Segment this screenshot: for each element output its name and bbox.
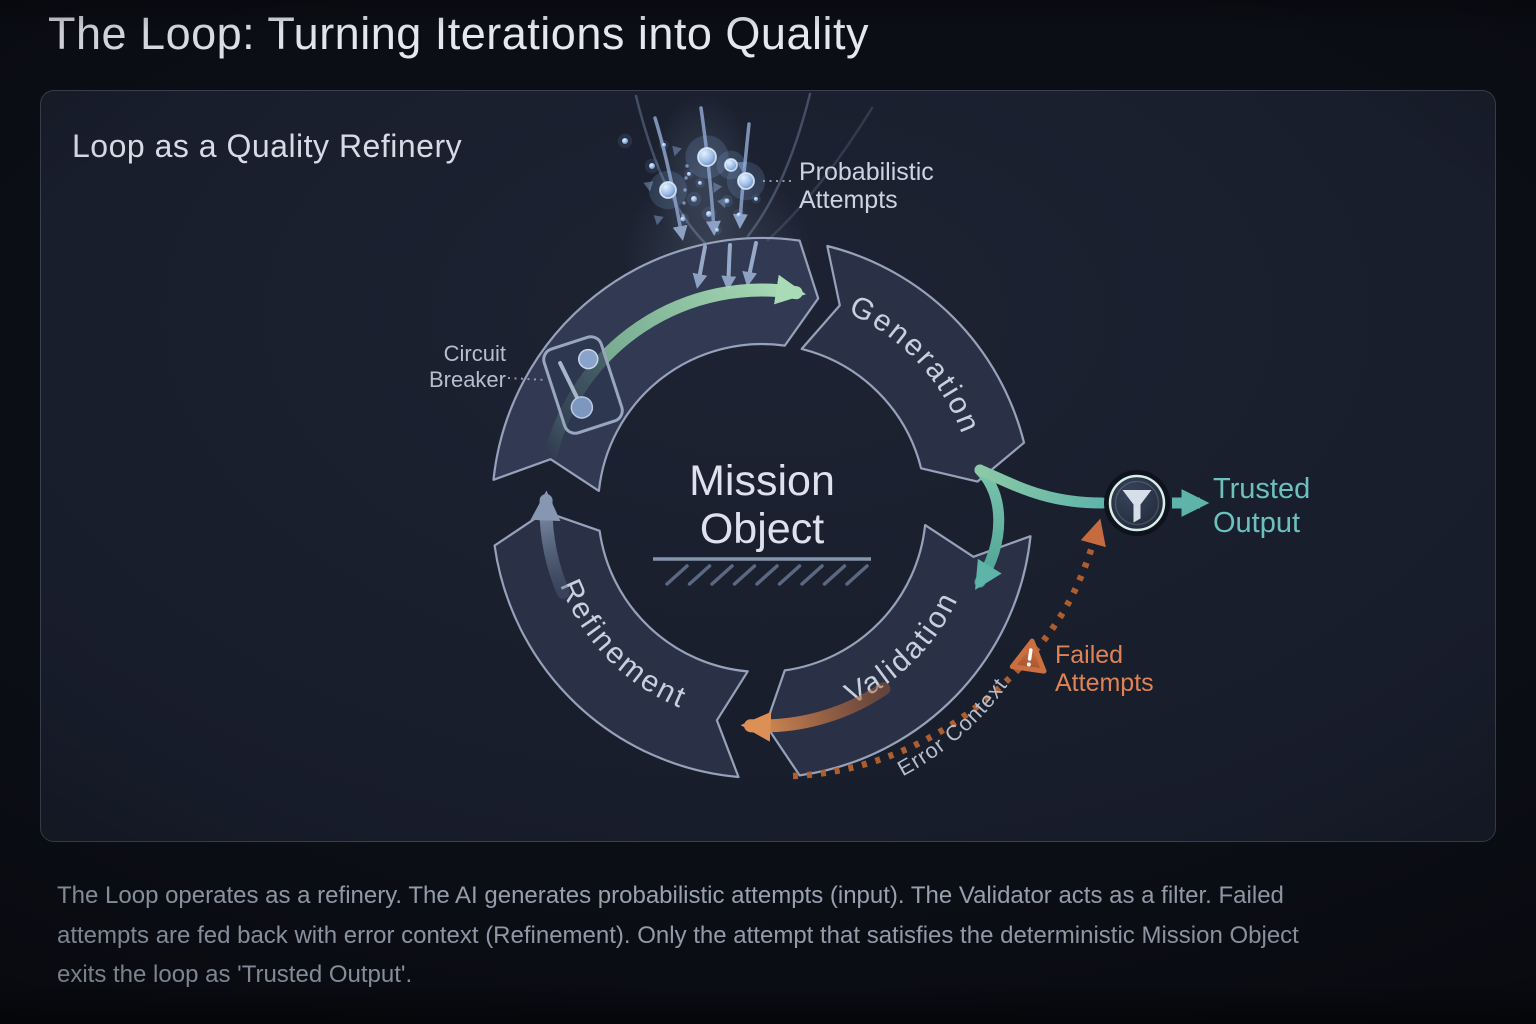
svg-text:Attempts: Attempts: [1055, 669, 1154, 697]
svg-text:Circuit: Circuit: [444, 341, 506, 366]
funnel-filter-icon: [1104, 470, 1170, 536]
particle-icon: [737, 172, 755, 190]
svg-text:Output: Output: [1213, 507, 1300, 539]
caption-line-1: The Loop operates as a refinery. The AI …: [57, 882, 1284, 909]
particle-icon: [662, 143, 666, 147]
particle-icon: [706, 211, 712, 217]
svg-text:Failed: Failed: [1055, 641, 1123, 669]
particle-icon: [659, 181, 677, 199]
particle-icon: [698, 181, 702, 185]
mission-object-line1: Mission: [689, 457, 835, 505]
mission-object: Mission Object: [653, 457, 871, 586]
particle-icon: [736, 212, 742, 218]
probabilistic-attempts-label: Probabilistic Attempts: [799, 158, 934, 214]
svg-text:Trusted: Trusted: [1213, 473, 1310, 505]
caption-paragraph: The Loop operates as a refinery. The AI …: [57, 876, 1299, 995]
trusted-output-label: Trusted Output: [1213, 473, 1310, 539]
svg-text:Attempts: Attempts: [799, 186, 898, 214]
particle-icon: [687, 172, 691, 176]
caption-line-3: exits the loop as 'Trusted Output'.: [57, 961, 413, 988]
particle-icon: [691, 196, 697, 202]
particle-icon: [649, 163, 655, 169]
svg-text:Breaker: Breaker: [429, 367, 506, 392]
particle-icon: [754, 197, 758, 201]
particle-icon: [697, 147, 717, 167]
svg-text:Probabilistic: Probabilistic: [799, 158, 934, 186]
caption-line-2: attempts are fed back with error context…: [57, 921, 1299, 949]
mission-object-line2: Object: [700, 505, 824, 553]
particle-icon: [622, 138, 628, 144]
warning-triangle-icon: [1009, 638, 1047, 674]
ground-hatches: [665, 564, 869, 586]
circuit-breaker-label: Circuit Breaker: [429, 341, 506, 392]
particle-icon: [715, 228, 719, 232]
failed-attempts-label: Failed Attempts: [1055, 641, 1154, 697]
ring-segment-intake: [492, 236, 820, 492]
